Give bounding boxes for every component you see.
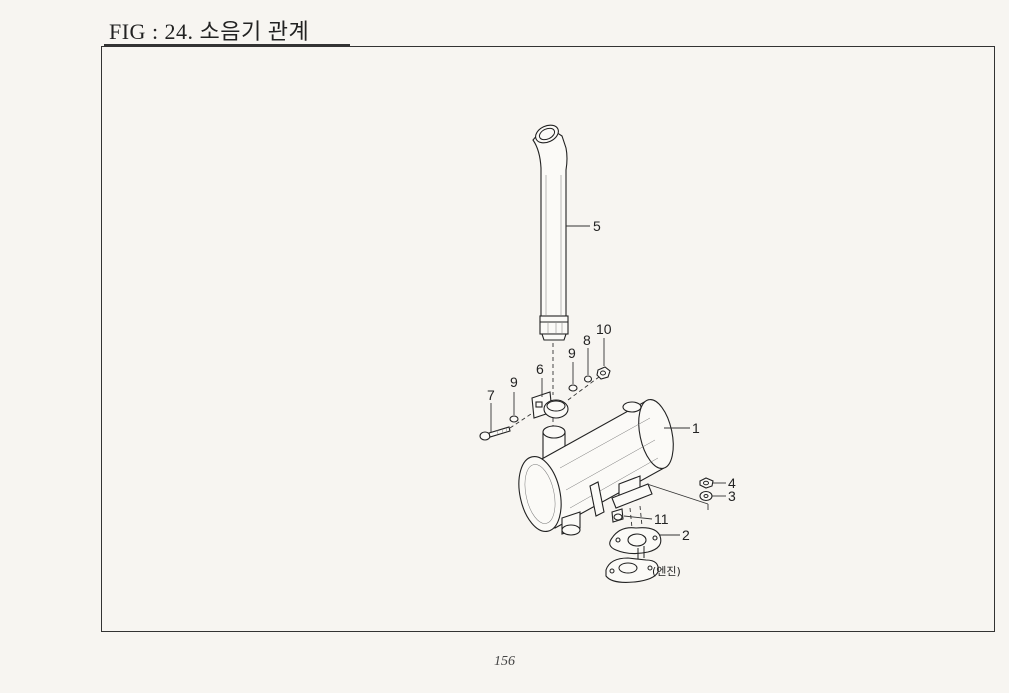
- washer-left: [509, 415, 519, 423]
- pipe-clamp: [531, 391, 569, 419]
- callout-1: 1: [692, 420, 700, 436]
- callout-5: 5: [593, 218, 601, 234]
- muffler-body: [518, 399, 674, 536]
- callout-4: 4: [728, 475, 736, 491]
- mount-nut: [699, 477, 714, 489]
- callout-8: 8: [583, 332, 591, 348]
- mount-washer: [699, 490, 713, 502]
- callout-7: 7: [487, 387, 495, 403]
- clamp-bolt: [479, 426, 511, 441]
- callout-2: 2: [682, 527, 690, 543]
- spring-washer: [583, 375, 593, 383]
- diagram-frame: [101, 46, 995, 632]
- page-title: FIG : 24. 소음기 관계: [109, 19, 310, 44]
- engine-studs: [637, 546, 645, 560]
- callout-10: 10: [596, 321, 612, 337]
- callout-3: 3: [728, 488, 736, 504]
- callout-9-right: 9: [568, 345, 576, 361]
- tail-pipe: [532, 124, 569, 341]
- title-underline: [104, 44, 350, 46]
- callout-11: 11: [654, 511, 669, 527]
- callout-9-left: 9: [510, 374, 518, 390]
- clamp-nut: [596, 366, 611, 380]
- exhaust-gasket: [609, 527, 662, 555]
- washer-right: [568, 384, 578, 392]
- engine-exhaust-port: [605, 557, 659, 583]
- engine-label: (엔진): [652, 565, 681, 578]
- flange-bolt: [611, 508, 624, 523]
- page-number: 156: [494, 654, 515, 669]
- callout-6: 6: [536, 361, 544, 377]
